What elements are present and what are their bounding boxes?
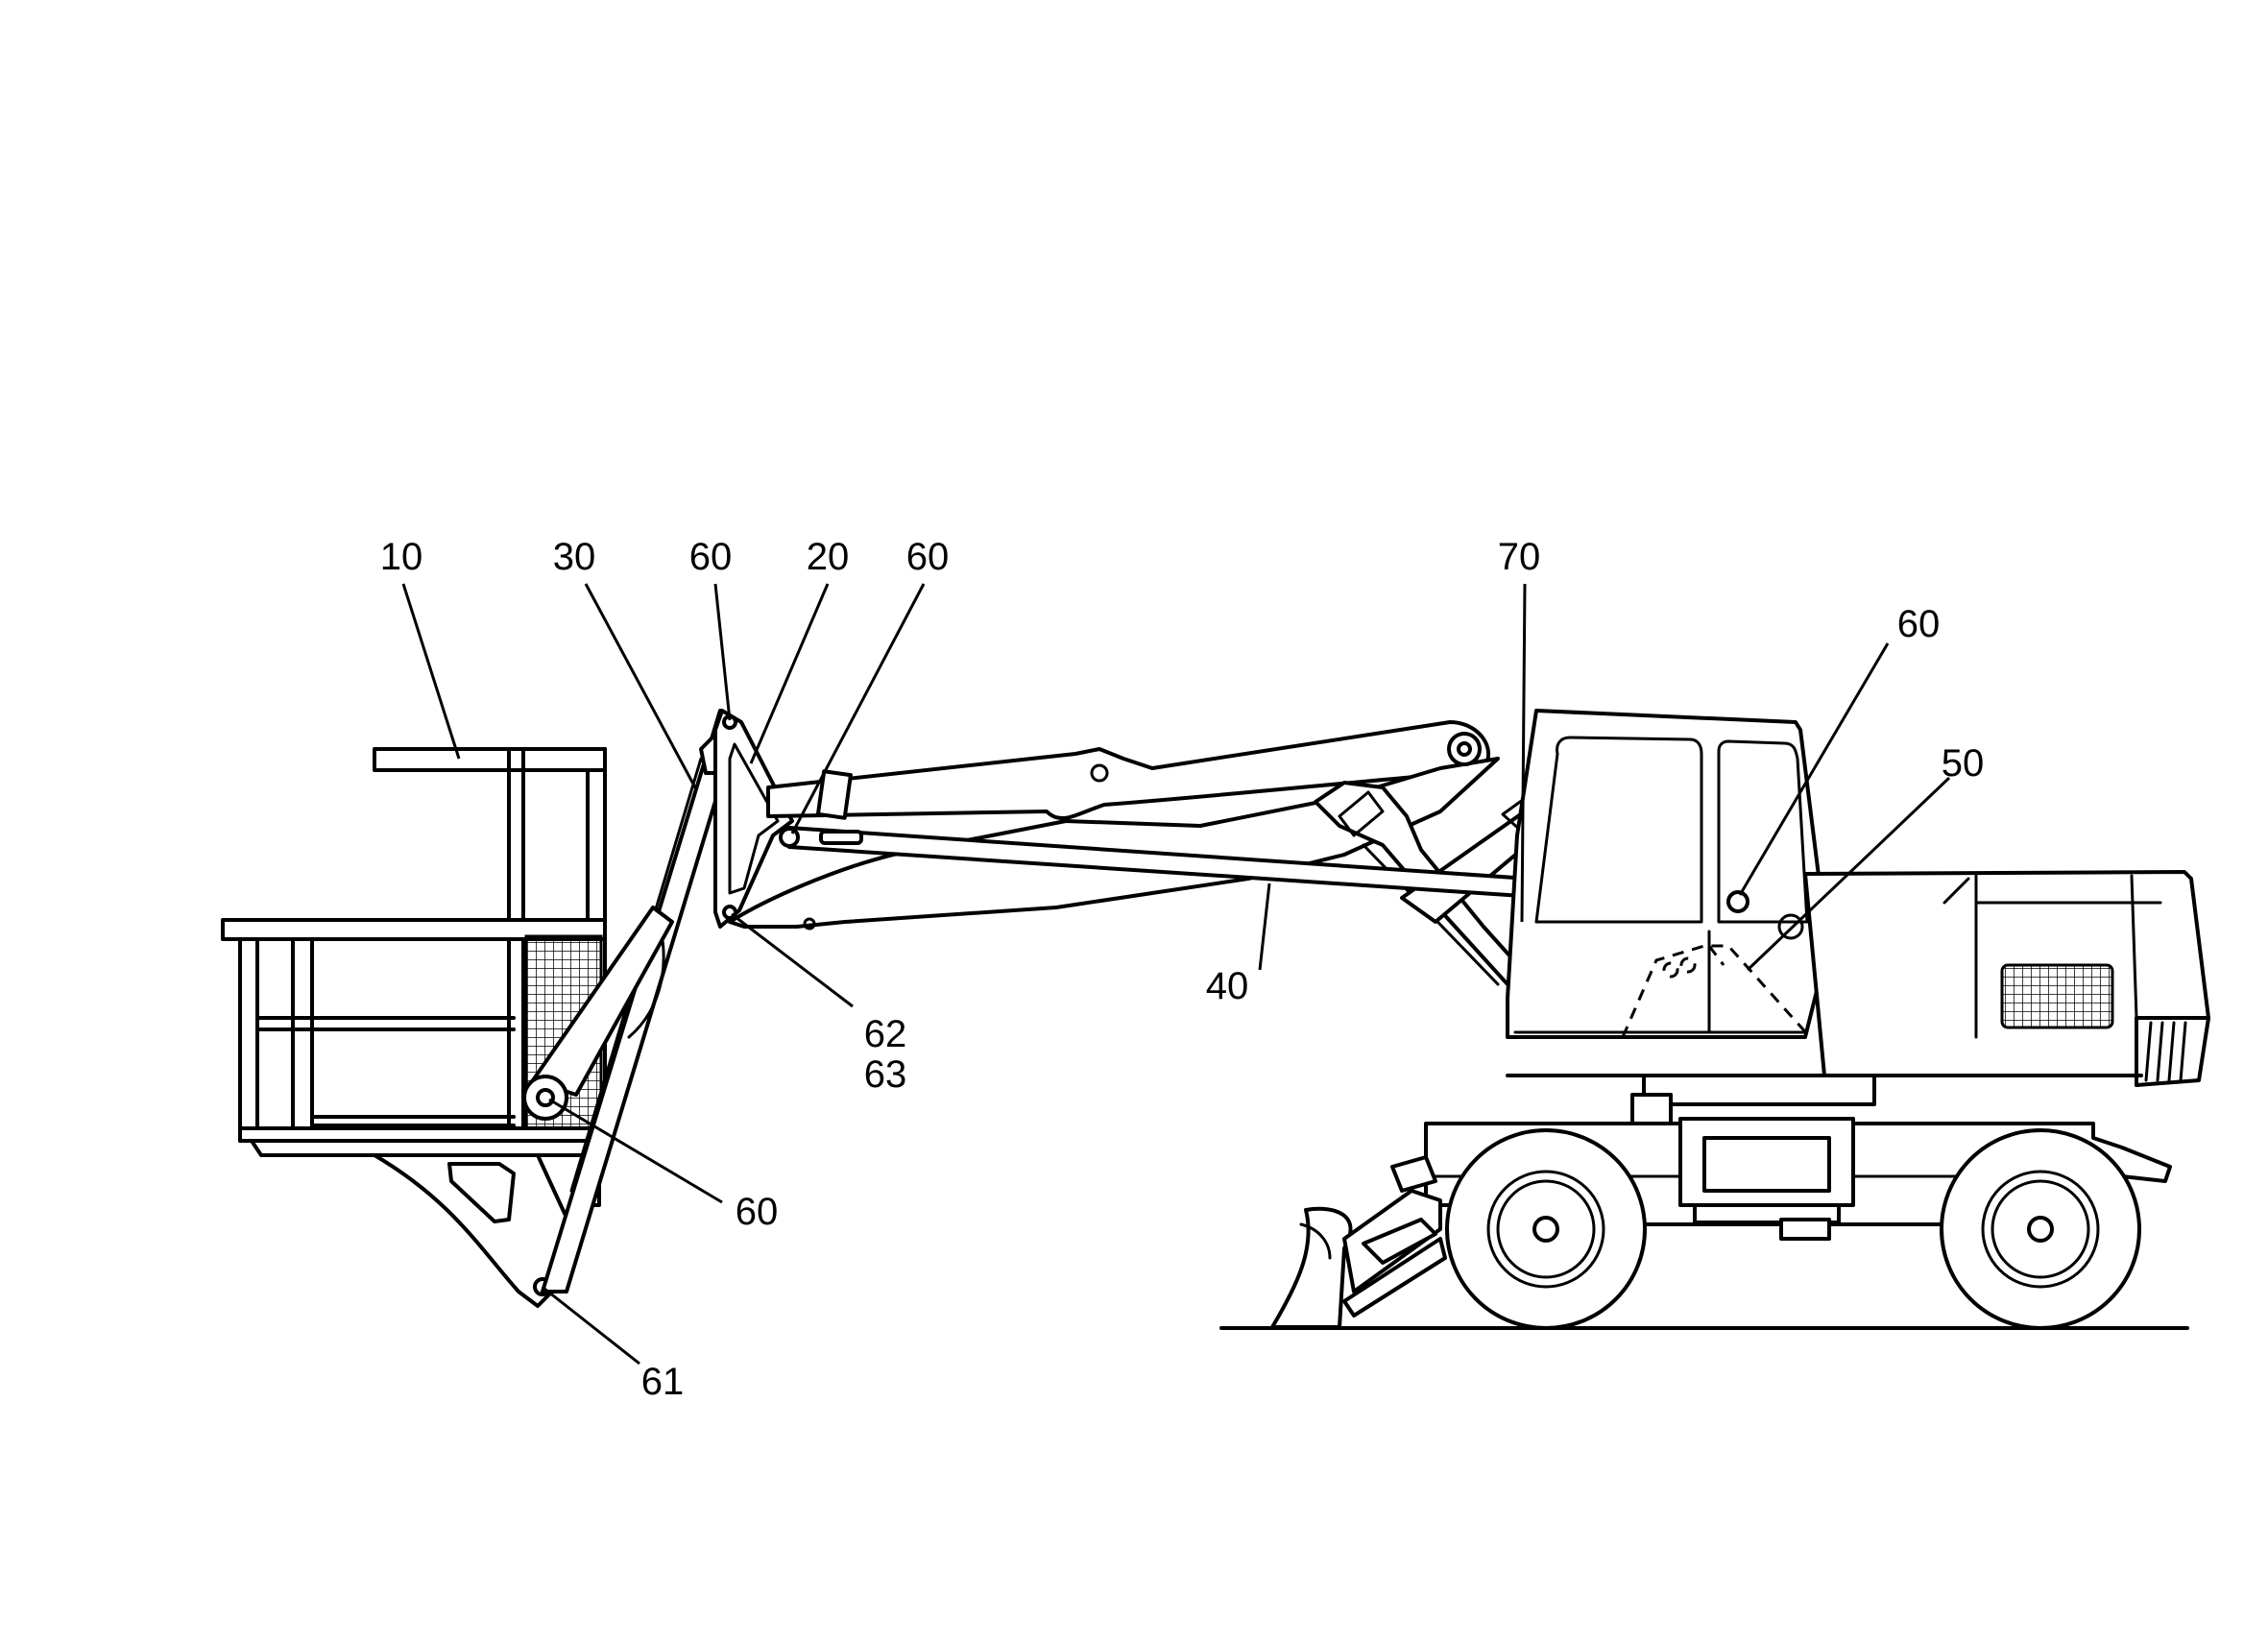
pivot-joint-icon [1726, 890, 1749, 913]
dozer-blade [1270, 1155, 1447, 1329]
ref-joint-60-d: 60 [736, 1191, 779, 1233]
upper-body [1506, 870, 2210, 1087]
ref-joint-60-b: 60 [906, 536, 950, 578]
operator-cab [1506, 709, 1826, 1039]
ref-control-50: 50 [1942, 742, 1985, 785]
ref-joint-60-c: 60 [1897, 603, 1941, 645]
platform-arm [522, 709, 741, 1293]
rear-wheel [1940, 1128, 2141, 1330]
ref-pivot-61: 61 [641, 1361, 685, 1403]
leader-lines [401, 583, 1951, 1366]
ref-part-62: 62 [864, 1013, 907, 1055]
ref-boom-70: 70 [1498, 536, 1541, 578]
ref-joint-60-a: 60 [689, 536, 733, 578]
ref-rod-40: 40 [1206, 965, 1249, 1007]
front-wheel [1445, 1128, 1647, 1330]
ref-arm-30: 30 [553, 536, 596, 578]
ref-link-20: 20 [807, 536, 850, 578]
ref-part-63: 63 [864, 1053, 907, 1096]
ref-platform-10: 10 [380, 536, 423, 578]
